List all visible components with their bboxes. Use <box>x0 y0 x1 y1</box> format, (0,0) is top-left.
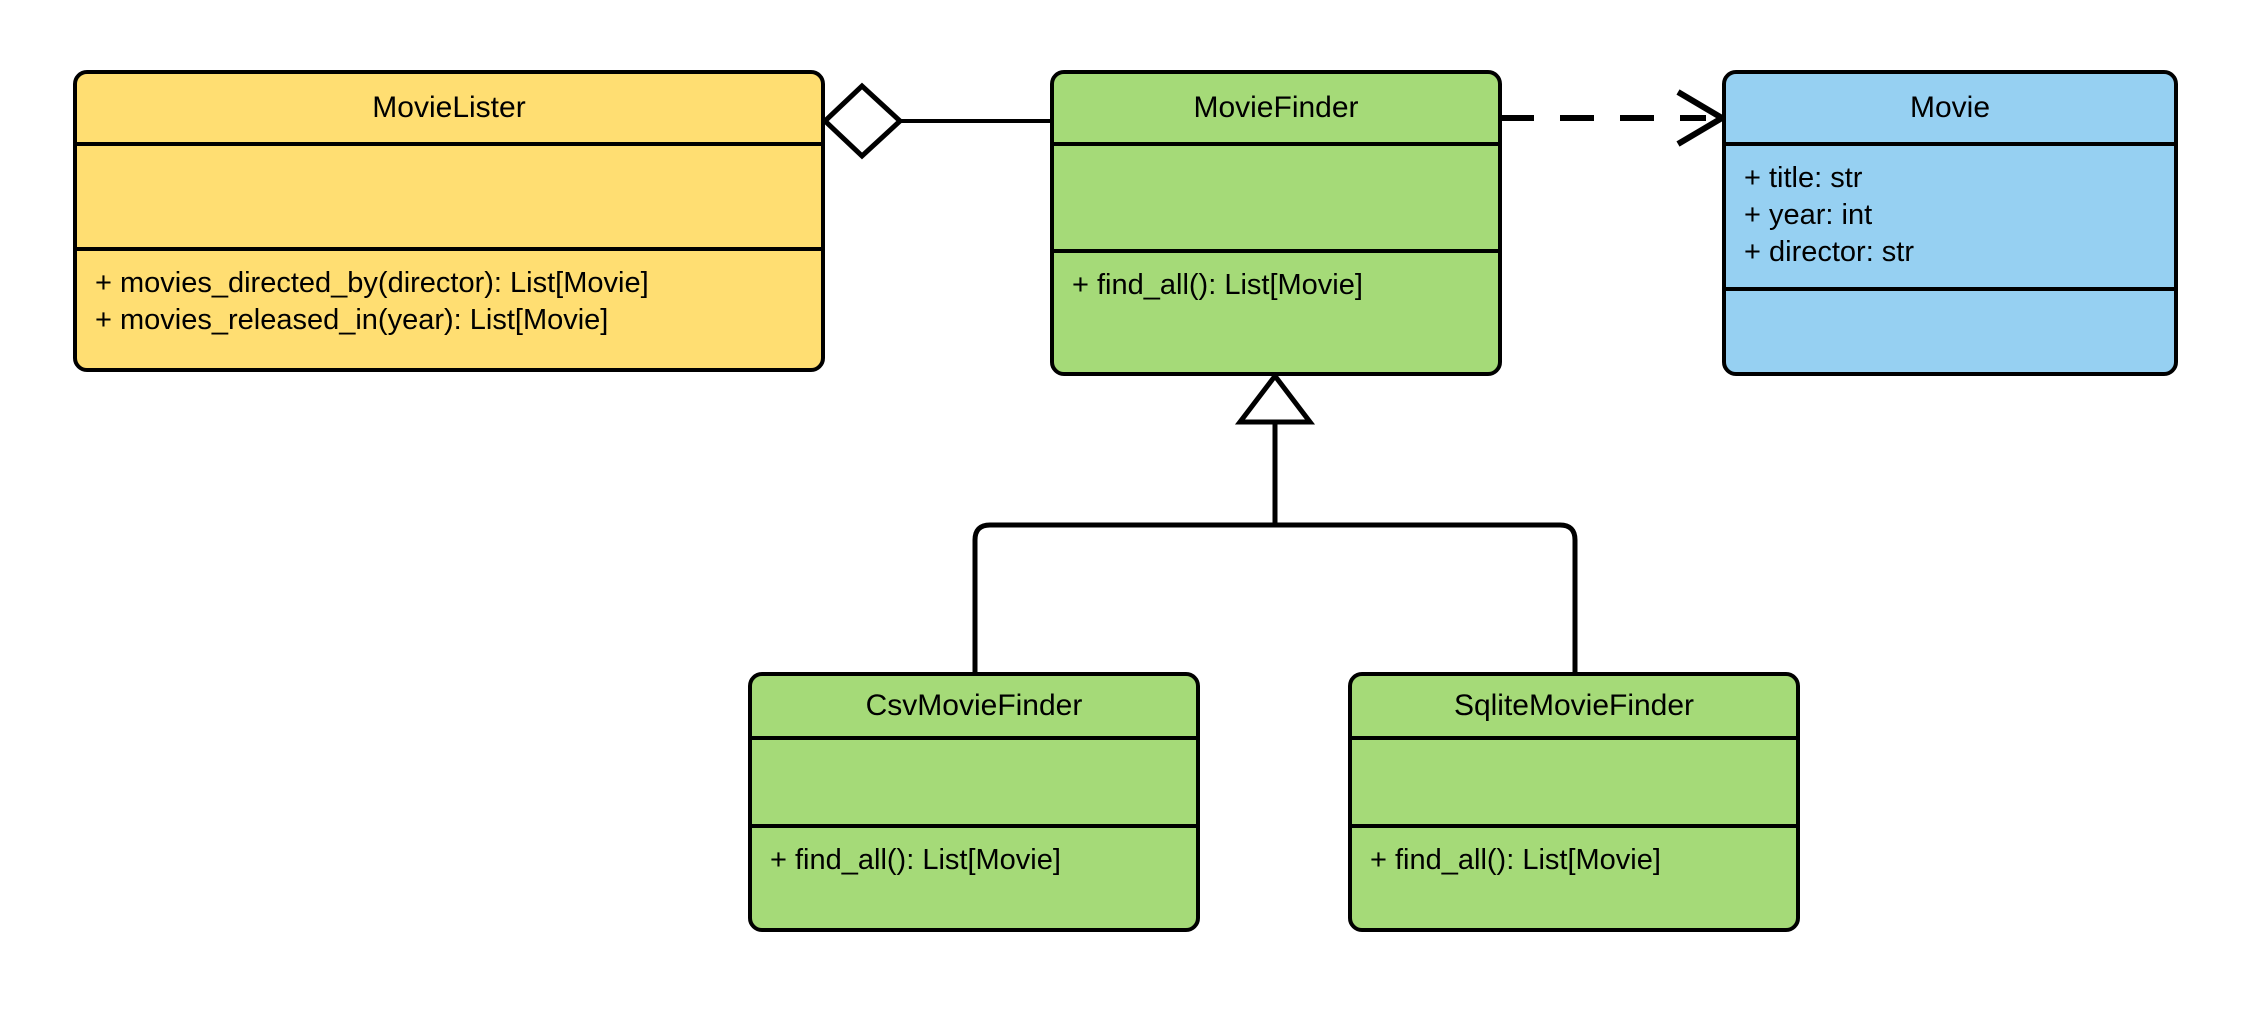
open-arrowhead-icon <box>1676 89 1728 147</box>
hollow-triangle-icon <box>1234 371 1316 425</box>
class-name-csv-movie-finder: CsvMovieFinder <box>752 676 1196 740</box>
attributes-compartment-csv-movie-finder <box>752 740 1196 828</box>
attributes-compartment-sqlite-movie-finder <box>1352 740 1796 828</box>
class-box-sqlite-movie-finder[interactable]: SqliteMovieFinder + find_all(): List[Mov… <box>1348 672 1800 932</box>
relationship-generalization-tree <box>972 371 1578 672</box>
method-line: + find_all(): List[Movie] <box>1370 844 1661 876</box>
attributes-compartment-movie: + title: str + year: int + director: str <box>1726 146 2174 291</box>
methods-compartment-movie <box>1726 291 2174 372</box>
class-box-movie[interactable]: Movie + title: str + year: int + directo… <box>1722 70 2178 376</box>
attribute-line: + director: str <box>1744 236 1915 269</box>
attributes-compartment-movie-finder <box>1054 146 1498 253</box>
class-box-csv-movie-finder[interactable]: CsvMovieFinder + find_all(): List[Movie] <box>748 672 1200 932</box>
methods-compartment-sqlite-movie-finder: + find_all(): List[Movie] <box>1352 828 1796 928</box>
method-line: + movies_directed_by(director): List[Mov… <box>95 267 649 299</box>
attributes-compartment-movie-lister <box>77 146 821 251</box>
relationship-dependency-finder-movie <box>1500 89 1728 147</box>
class-box-movie-finder[interactable]: MovieFinder + find_all(): List[Movie] <box>1050 70 1502 376</box>
attribute-line: + title: str <box>1744 162 1863 194</box>
class-name-movie: Movie <box>1726 74 2174 146</box>
class-name-movie-lister: MovieLister <box>77 74 821 146</box>
method-line: + find_all(): List[Movie] <box>1072 269 1363 301</box>
methods-compartment-movie-finder: + find_all(): List[Movie] <box>1054 253 1498 372</box>
methods-compartment-movie-lister: + movies_directed_by(director): List[Mov… <box>77 251 821 368</box>
methods-compartment-csv-movie-finder: + find_all(): List[Movie] <box>752 828 1196 928</box>
attribute-line: + year: int <box>1744 199 1873 232</box>
method-line: + movies_released_in(year): List[Movie] <box>95 304 609 337</box>
method-line: + find_all(): List[Movie] <box>770 844 1061 876</box>
class-box-movie-lister[interactable]: MovieLister + movies_directed_by(directo… <box>73 70 825 372</box>
class-name-sqlite-movie-finder: SqliteMovieFinder <box>1352 676 1796 740</box>
class-name-movie-finder: MovieFinder <box>1054 74 1498 146</box>
generalization-branch-sqlite <box>1275 522 1578 672</box>
generalization-branch-csv <box>972 522 1275 672</box>
relationship-aggregation-lister-finder <box>821 82 1050 160</box>
hollow-diamond-icon <box>821 82 904 160</box>
